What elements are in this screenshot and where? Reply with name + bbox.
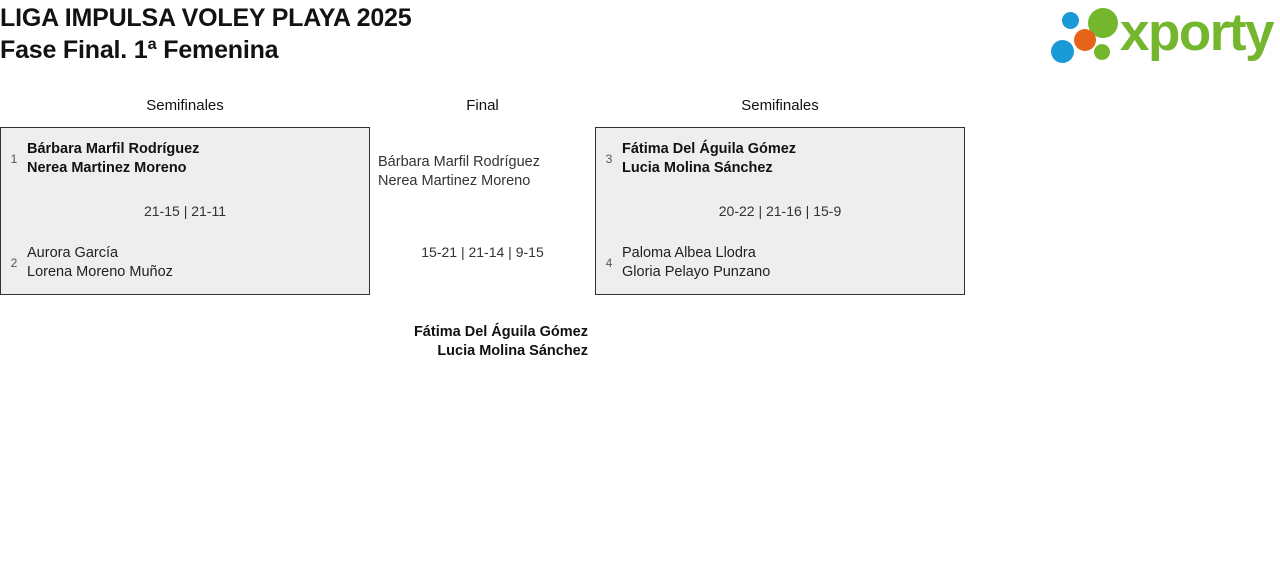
- page-header: LIGA IMPULSA VOLEY PLAYA 2025 Fase Final…: [0, 0, 1280, 80]
- team-names: Fátima Del Águila Gómez Lucia Molina Sán…: [622, 140, 796, 178]
- match-semifinal-right[interactable]: 3 Fátima Del Águila Gómez Lucia Molina S…: [595, 127, 965, 295]
- player-name: Fátima Del Águila Gómez: [622, 141, 797, 157]
- match-score: 21-15 | 21-11: [144, 203, 226, 219]
- match-semifinal-left[interactable]: 1 Bárbara Marfil Rodríguez Nerea Martine…: [0, 127, 370, 295]
- team-row[interactable]: 4 Paloma Albea Llodra Gloria Pelayo Punz…: [596, 244, 771, 282]
- player-name: Lucia Molina Sánchez: [622, 160, 773, 176]
- match-final[interactable]: Bárbara Marfil Rodríguez Nerea Martinez …: [370, 127, 595, 377]
- round-header-final: Final: [466, 97, 499, 114]
- team-names: Aurora García Lorena Moreno Muñoz: [27, 244, 173, 282]
- page-title: LIGA IMPULSA VOLEY PLAYA 2025 Fase Final…: [0, 2, 412, 66]
- team-names: Paloma Albea Llodra Gloria Pelayo Punzan…: [622, 244, 770, 282]
- logo-dot-orange-icon: [1074, 29, 1096, 51]
- match-score: 20-22 | 21-16 | 15-9: [718, 203, 842, 219]
- logo-dot-blue-large-icon: [1051, 40, 1074, 63]
- team-row[interactable]: 3 Fátima Del Águila Gómez Lucia Molina S…: [596, 140, 796, 178]
- seed-number: 2: [10, 256, 18, 270]
- player-name: Gloria Pelayo Punzano: [622, 264, 771, 280]
- logo-dot-green-small-icon: [1094, 44, 1110, 60]
- player-name: Nerea Martinez Moreno: [27, 160, 187, 176]
- seed-number: 4: [605, 256, 613, 270]
- team-row[interactable]: 2 Aurora García Lorena Moreno Muñoz: [1, 244, 173, 282]
- player-name: Lucia Molina Sánchez: [437, 343, 588, 359]
- team-names: Bárbara Marfil Rodríguez Nerea Martinez …: [378, 153, 590, 191]
- logo-dot-blue-small-icon: [1062, 12, 1079, 29]
- tournament-phase: Fase Final. 1ª Femenina: [0, 36, 279, 64]
- round-header-semifinals-right: Semifinales: [741, 97, 819, 114]
- player-name: Bárbara Marfil Rodríguez: [378, 154, 540, 170]
- player-name: Nerea Martinez Moreno: [378, 173, 531, 189]
- seed-number: 3: [605, 152, 613, 166]
- player-name: Bárbara Marfil Rodríguez: [27, 141, 200, 157]
- team-row[interactable]: 1 Bárbara Marfil Rodríguez Nerea Martine…: [1, 140, 200, 178]
- player-name: Paloma Albea Llodra: [622, 245, 756, 261]
- player-name: Fátima Del Águila Gómez: [413, 324, 588, 340]
- logo-wordmark: xporty: [1120, 3, 1274, 62]
- tournament-name: LIGA IMPULSA VOLEY PLAYA 2025: [0, 4, 412, 32]
- xporty-logo[interactable]: xporty: [1048, 3, 1276, 64]
- tournament-bracket: Semifinales Final Semifinales 1 Bárbara …: [0, 96, 1280, 376]
- team-names: Bárbara Marfil Rodríguez Nerea Martinez …: [27, 140, 199, 178]
- seed-number: 1: [10, 152, 18, 166]
- logo-dots-icon: [1048, 6, 1124, 64]
- player-name: Lorena Moreno Muñoz: [27, 264, 173, 280]
- round-header-semifinals-left: Semifinales: [146, 97, 224, 114]
- player-name: Aurora García: [27, 245, 119, 261]
- match-score: 15-21 | 21-14 | 9-15: [421, 244, 544, 260]
- champion-team: Fátima Del Águila Gómez Lucia Molina Sán…: [370, 323, 588, 361]
